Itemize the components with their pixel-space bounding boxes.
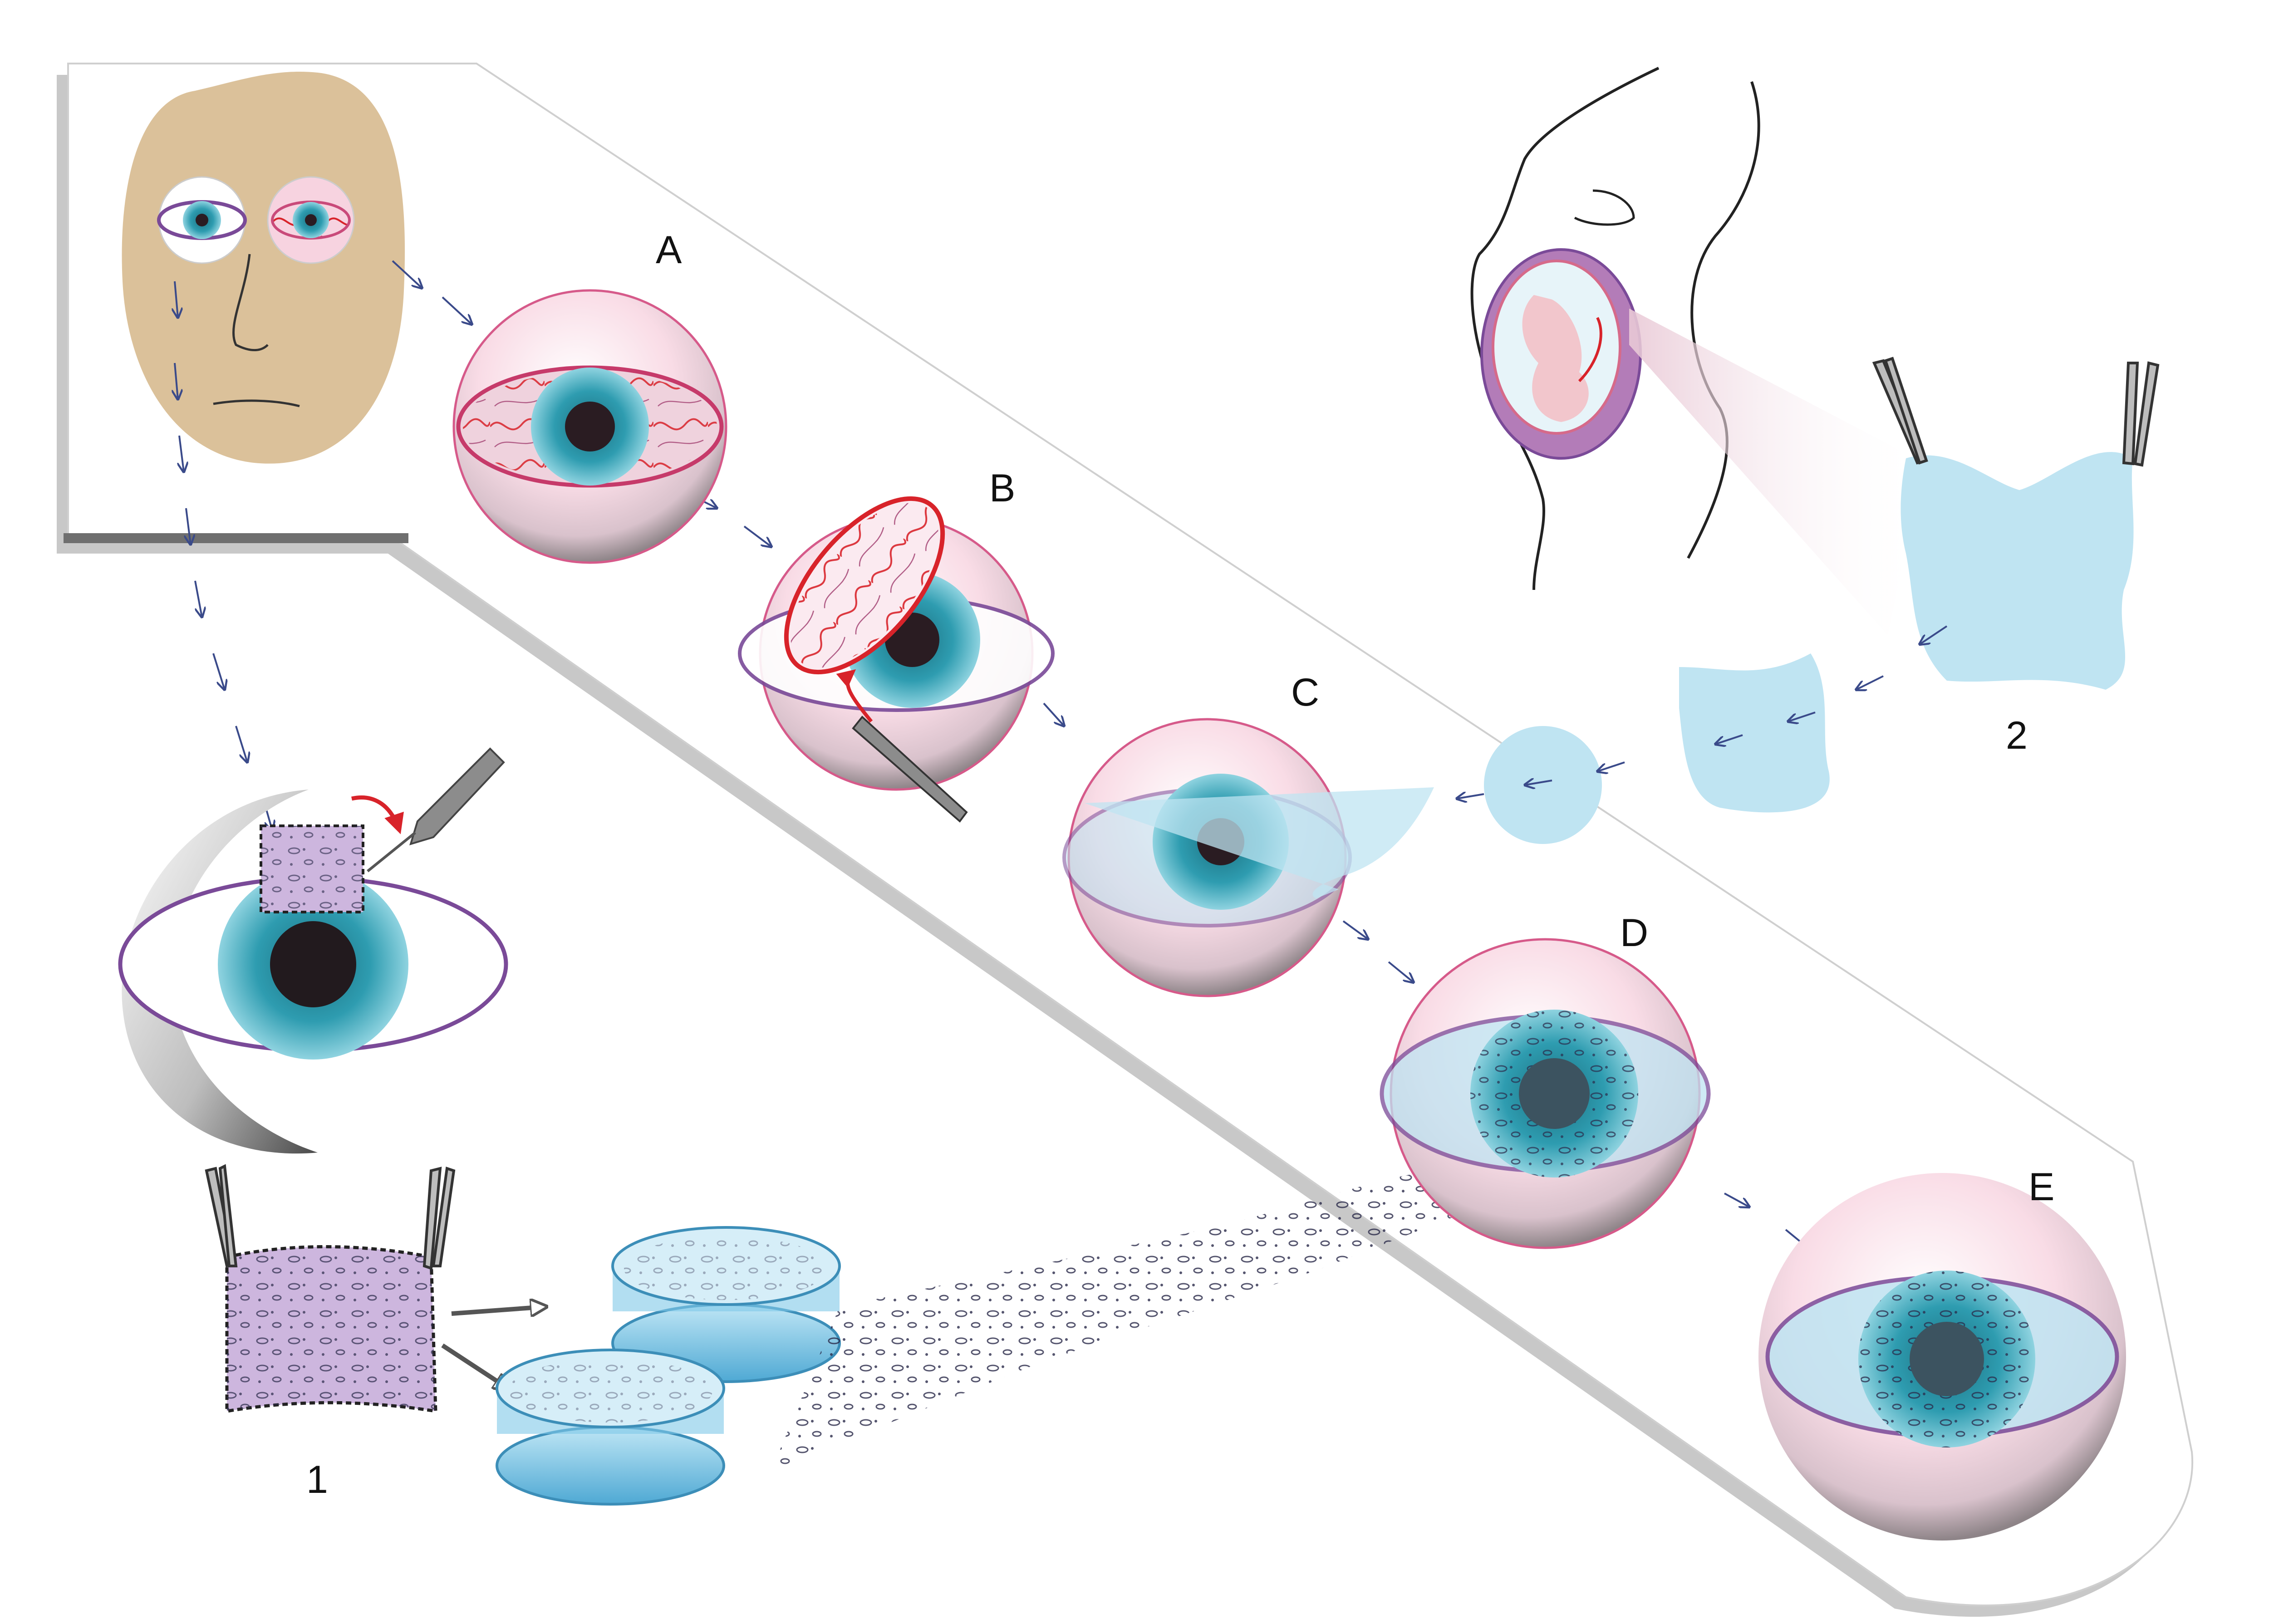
band-shadow-edge [64,533,408,543]
step-a-diseased-eye: A [452,228,727,564]
nose-line [232,254,269,352]
explant-to-dish-arrows [441,1307,545,1388]
label-c: C [1291,671,1319,714]
diseased-eye-icon [267,176,355,264]
lift-arrow [351,795,404,834]
spatula-icon [852,716,968,823]
amniotic-membrane-sheet [1085,787,1434,898]
petri-dish-icon [496,1349,725,1506]
label-2: 2 [2006,714,2028,757]
limbal-explant: 1 [205,1164,456,1501]
label-b: B [989,466,1015,510]
flow-arrows-left [175,281,272,830]
pregnant-woman-icon [1470,67,1760,590]
cultured-cell-stream [771,1162,1479,1470]
peel-arrow [836,669,873,723]
step-c-amniotic-membrane-graft: C [1062,671,1434,997]
donor-eye-biopsy [118,747,508,1154]
forceps-icon [205,1164,456,1271]
step-d-cultured-limbal-cells: D [1380,911,1711,1249]
label-1: 1 [306,1458,328,1501]
step-e-restored-cornea: E [1758,1165,2126,1541]
amniotic-membrane-harvest: 2 [1872,357,2160,757]
forceps-icon [1872,357,2160,467]
membrane-trim-sequence [1484,653,1830,844]
face-icon [122,72,405,464]
membrane-source-beam [1629,309,1924,635]
label-e: E [2028,1165,2054,1209]
label-d: D [1620,911,1648,955]
petri-dish-icon [611,1226,841,1383]
mouth-line [213,399,300,407]
healthy-eye-icon [157,176,247,264]
flow-arrows-membrane [1457,625,1948,799]
step-b-pannus-removal: B [738,466,1055,823]
label-a: A [656,228,682,272]
spatula-icon [367,747,505,873]
